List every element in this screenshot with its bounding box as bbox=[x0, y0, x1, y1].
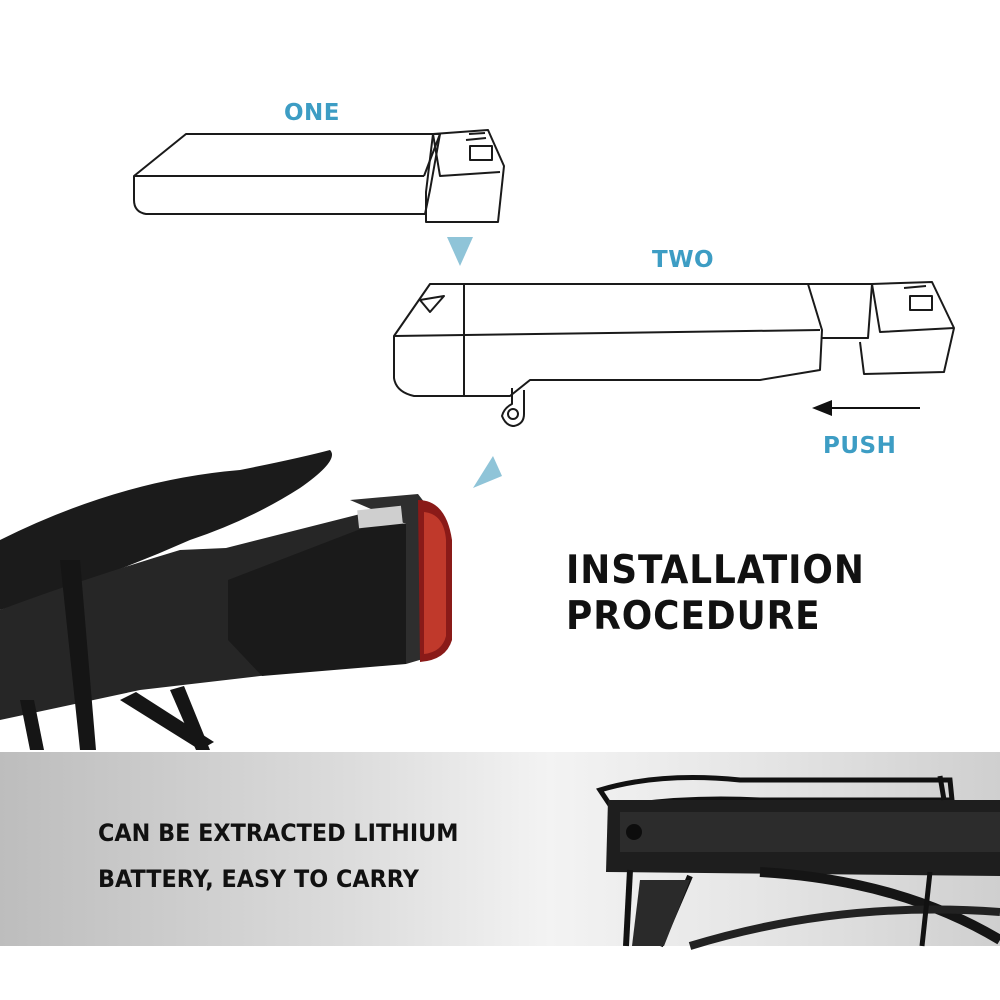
title-line-2: PROCEDURE bbox=[566, 594, 821, 639]
triangle-diagonal-icon bbox=[473, 456, 502, 488]
battery-step-two-drawing bbox=[393, 281, 955, 427]
rack-battery-photo bbox=[596, 775, 1000, 950]
bottom-margin bbox=[0, 946, 1000, 1000]
installation-procedure-title: INSTALLATION PROCEDURE bbox=[566, 548, 865, 640]
caption-line-1: CAN BE EXTRACTED LITHIUM bbox=[98, 819, 459, 847]
step-one-label: ONE bbox=[284, 100, 341, 126]
step-two-label: TWO bbox=[652, 247, 715, 273]
push-label: PUSH bbox=[823, 433, 897, 459]
title-line-1: INSTALLATION bbox=[566, 548, 865, 593]
battery-caption: CAN BE EXTRACTED LITHIUM BATTERY, EASY T… bbox=[98, 810, 459, 902]
triangle-down-icon bbox=[447, 237, 473, 266]
arrow-left-icon bbox=[812, 400, 920, 416]
battery-step-one-drawing bbox=[133, 129, 505, 223]
caption-line-2: BATTERY, EASY TO CARRY bbox=[98, 865, 419, 893]
bike-battery-photo bbox=[0, 450, 452, 750]
